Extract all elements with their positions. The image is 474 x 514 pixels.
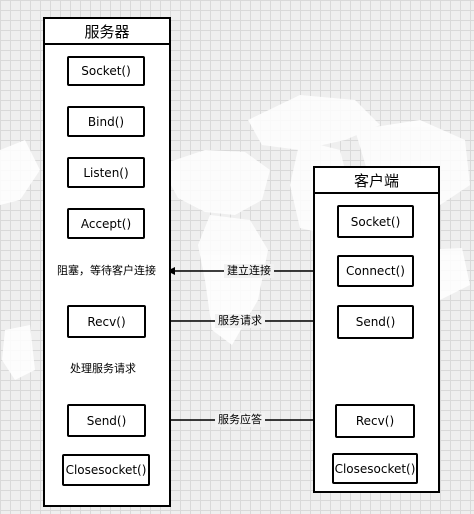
server-bind-step: Bind() <box>67 106 145 137</box>
server-blocked-note: 阻塞，等待客户连接 <box>55 264 158 278</box>
connect-message-label: 建立连接 <box>224 264 274 278</box>
client-send-step: Send() <box>337 305 414 339</box>
request-message-label: 服务请求 <box>215 314 265 328</box>
client-recv-step: Recv() <box>335 404 415 438</box>
server-process-note: 处理服务请求 <box>68 362 138 376</box>
server-socket-step: Socket() <box>67 56 145 86</box>
client-socket-step: Socket() <box>337 205 414 238</box>
server-accept-step: Accept() <box>67 208 145 239</box>
client-lane-title: 客户端 <box>315 168 438 194</box>
client-connect-step: Connect() <box>337 255 414 287</box>
response-message-label: 服务应答 <box>215 413 265 427</box>
server-close-step: Closesocket() <box>62 454 150 486</box>
server-recv-step: Recv() <box>67 305 146 338</box>
server-send-step: Send() <box>67 404 146 437</box>
server-lane-title: 服务器 <box>45 19 169 45</box>
client-close-step: Closesocket() <box>332 453 418 484</box>
server-listen-step: Listen() <box>67 157 145 188</box>
